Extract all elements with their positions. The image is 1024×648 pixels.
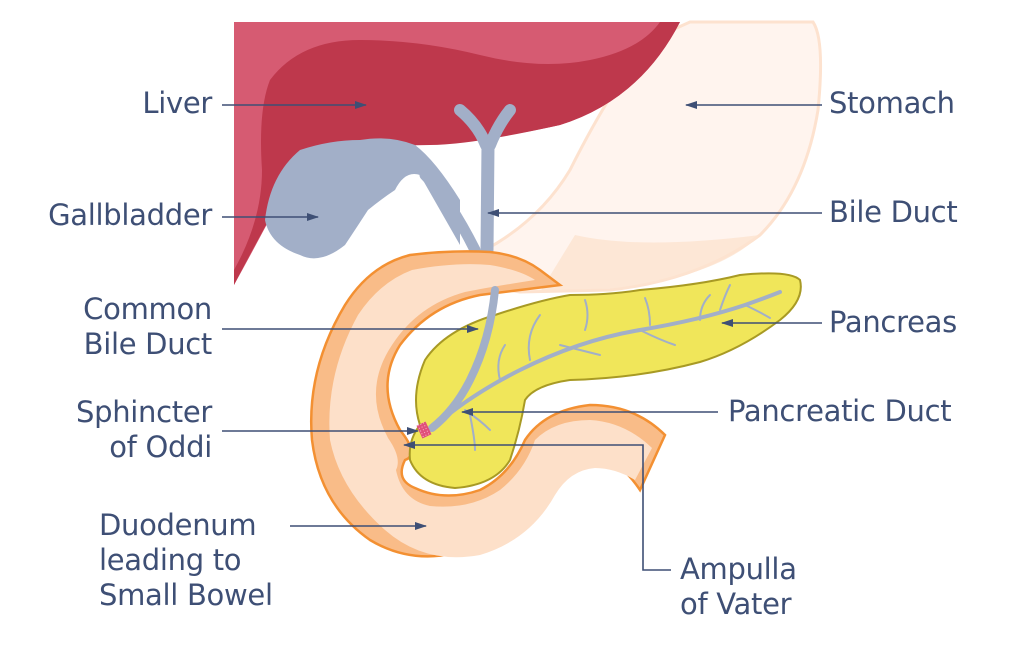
label-liver-line: Liver bbox=[142, 86, 212, 120]
label-duodenum: Duodenum leading to Small Bowel bbox=[99, 508, 273, 613]
leader-lines bbox=[222, 101, 822, 571]
label-pancreatic-duct-line: Pancreatic Duct bbox=[728, 394, 952, 428]
label-pancreatic-duct: Pancreatic Duct bbox=[728, 394, 952, 429]
label-stomach-line: Stomach bbox=[829, 86, 955, 120]
duodenum bbox=[310, 250, 667, 558]
label-gallbladder: Gallbladder bbox=[48, 198, 212, 233]
label-ampulla-of-vater: Ampulla of Vater bbox=[680, 552, 797, 622]
label-ampulla-line1: Ampulla bbox=[680, 552, 797, 586]
pancreatic-duct bbox=[428, 284, 782, 451]
label-liver: Liver bbox=[142, 86, 212, 121]
label-duodenum-line3: Small Bowel bbox=[99, 578, 273, 612]
label-common-bile-duct-line2: Bile Duct bbox=[83, 327, 213, 361]
label-pancreas: Pancreas bbox=[829, 305, 957, 340]
label-bile-duct-line: Bile Duct bbox=[829, 195, 958, 229]
bile-duct bbox=[419, 104, 516, 257]
label-sphincter-of-oddi: Sphincter of Oddi bbox=[76, 395, 212, 465]
stomach bbox=[480, 20, 823, 294]
label-sphincter-line1: Sphincter bbox=[75, 395, 212, 429]
label-bile-duct: Bile Duct bbox=[829, 195, 958, 230]
gallbladder bbox=[265, 138, 460, 259]
label-ampulla-line2: of Vater bbox=[680, 587, 792, 621]
label-duodenum-line1: Duodenum bbox=[99, 508, 257, 542]
label-stomach: Stomach bbox=[829, 86, 955, 121]
label-common-bile-duct: Common Bile Duct bbox=[83, 292, 212, 362]
label-common-bile-duct-line1: Common bbox=[83, 292, 212, 326]
label-pancreas-line: Pancreas bbox=[829, 305, 957, 339]
sphincter-of-oddi bbox=[416, 421, 432, 439]
label-duodenum-line2: leading to bbox=[99, 543, 242, 577]
liver bbox=[234, 22, 680, 285]
label-gallbladder-line: Gallbladder bbox=[48, 198, 212, 232]
label-sphincter-line2: of Oddi bbox=[109, 430, 212, 464]
ampulla-leader bbox=[403, 441, 671, 571]
